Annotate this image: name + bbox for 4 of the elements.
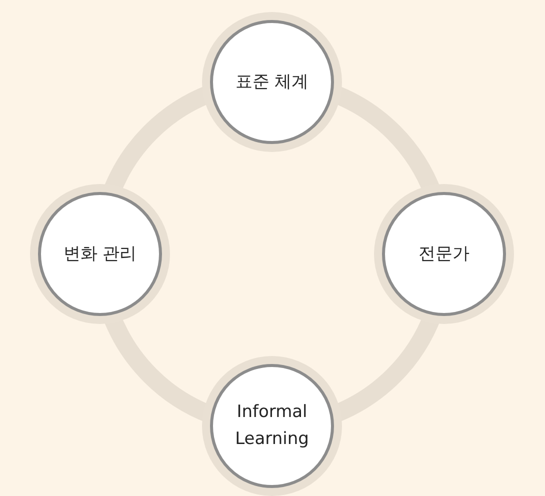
node-label: 전문가 (418, 242, 470, 266)
node-label: 변화 관리 (62, 242, 138, 266)
node-label: 표준 체계 (234, 70, 310, 94)
node-label: Informal Learning (234, 401, 310, 451)
